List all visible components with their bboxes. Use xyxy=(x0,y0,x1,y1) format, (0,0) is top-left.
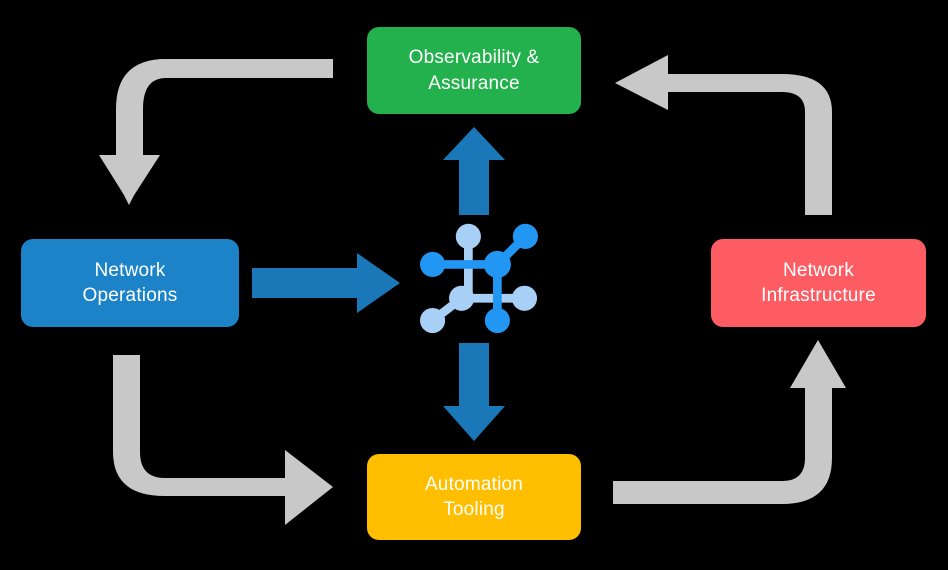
box-observability-assurance[interactable]: Observability & Assurance xyxy=(367,27,581,114)
topology-node-hub xyxy=(483,250,511,278)
topology-node-left xyxy=(420,251,446,277)
topology-node-top xyxy=(455,223,481,249)
arrow-observability-to-operations-head xyxy=(99,155,160,203)
topology-node-right xyxy=(511,285,538,311)
topology-node-bottom-left xyxy=(420,307,446,334)
topology-node-upper-right xyxy=(512,223,538,249)
arrow-infrastructure-to-observability-head xyxy=(615,55,668,110)
topology-node-bottom xyxy=(484,307,510,334)
topology-edges xyxy=(429,233,529,324)
arrow-center-to-observability xyxy=(443,127,505,215)
arrow-automation-to-infrastructure-head xyxy=(790,340,846,388)
network-topology-icon xyxy=(420,223,538,334)
arrow-operations-to-center xyxy=(252,253,400,313)
box-automation-tooling[interactable]: Automation Tooling xyxy=(367,454,581,540)
box-network-operations[interactable]: Network Operations xyxy=(21,239,239,327)
arrow-infrastructure-to-observability-body xyxy=(660,74,832,215)
arrow-operations-to-automation-head xyxy=(285,450,333,525)
arrow-center-to-automation xyxy=(443,343,505,441)
topology-nodes xyxy=(420,223,538,334)
arrow-observability-to-operations-body xyxy=(116,59,333,163)
arrow-operations-to-automation-body xyxy=(113,355,290,496)
topology-node-mid-left xyxy=(449,285,475,311)
arrow-automation-to-infrastructure-body xyxy=(613,382,832,504)
box-network-infrastructure[interactable]: Network Infrastructure xyxy=(711,239,926,327)
